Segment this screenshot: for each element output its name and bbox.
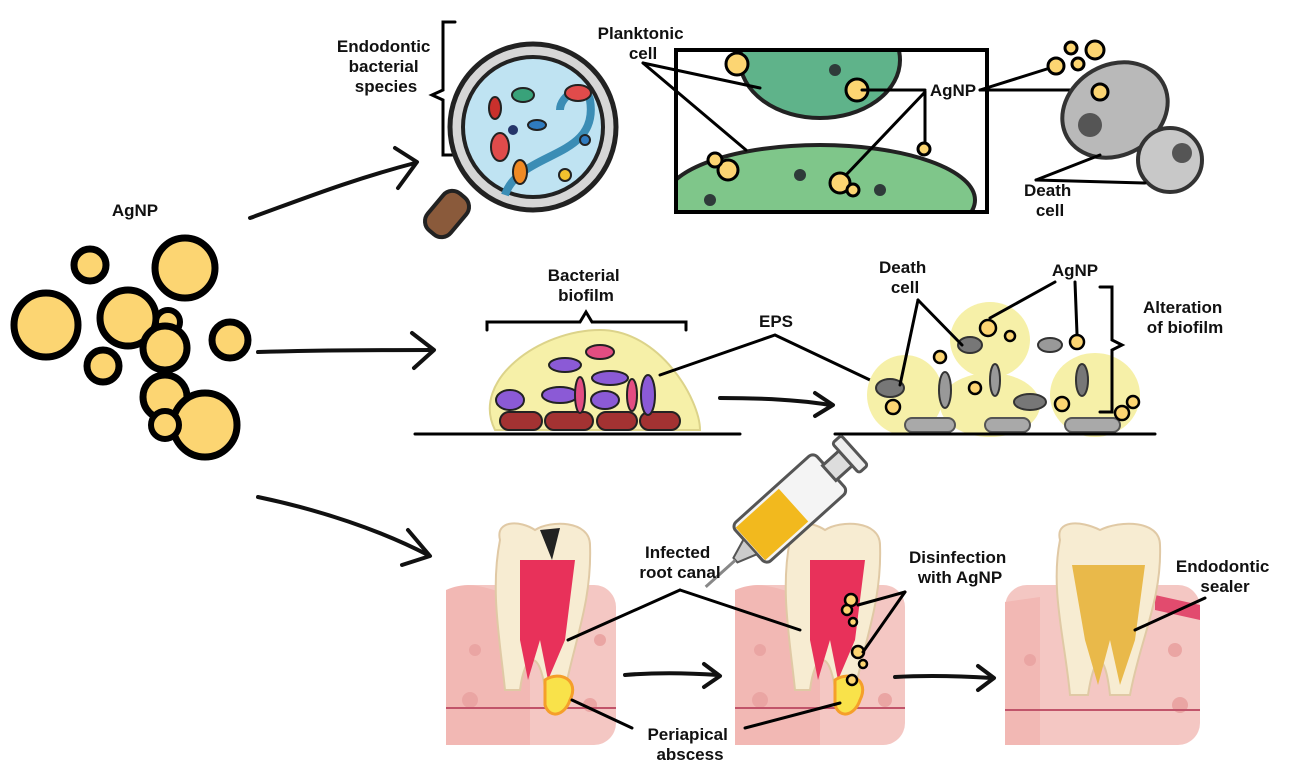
death-cell-top-label: Death cell <box>1024 181 1076 220</box>
eps-label: EPS <box>759 312 793 331</box>
periapical-abscess-label: Periapical abscess <box>647 725 732 764</box>
agnp-mid-label: AgNP <box>1052 261 1098 280</box>
agnp-top-label: AgNP <box>930 81 976 100</box>
row-teeth: Infected root canal Disinfection with Ag… <box>446 435 1274 764</box>
tooth-sealed <box>1005 522 1200 745</box>
planktonic-cell-label: Planktonic cell <box>598 24 689 63</box>
cluster-arrows <box>248 146 436 567</box>
death-cell-mid-label: Death cell <box>879 258 931 297</box>
tooth-disinfection <box>735 522 905 745</box>
tooth-infected <box>446 522 616 745</box>
planktonic-box <box>674 48 989 214</box>
infected-root-canal-label: Infected root canal <box>639 543 720 582</box>
row-planktonic: Endodontic bacterial species <box>337 20 1204 240</box>
disinfection-label: Disinfection with AgNP <box>909 548 1011 587</box>
alteration-biofilm-label: Alteration of biofilm <box>1143 298 1227 337</box>
biofilm-bacteria <box>495 344 681 431</box>
agnp-main-label: AgNP <box>112 201 158 220</box>
row-biofilm: Bacterial biofilm EPS <box>413 258 1227 437</box>
endodontic-sealer-label: Endodontic sealer <box>1176 557 1274 596</box>
dead-cells-top <box>1046 39 1204 194</box>
magnifier-icon <box>422 41 619 240</box>
syringe-icon <box>704 435 869 589</box>
bacterial-biofilm-label: Bacterial biofilm <box>548 266 625 305</box>
agnp-cluster: AgNP <box>10 201 252 461</box>
endodontic-species-label: Endodontic bacterial species <box>337 37 435 96</box>
altered-biofilm <box>867 302 1141 437</box>
